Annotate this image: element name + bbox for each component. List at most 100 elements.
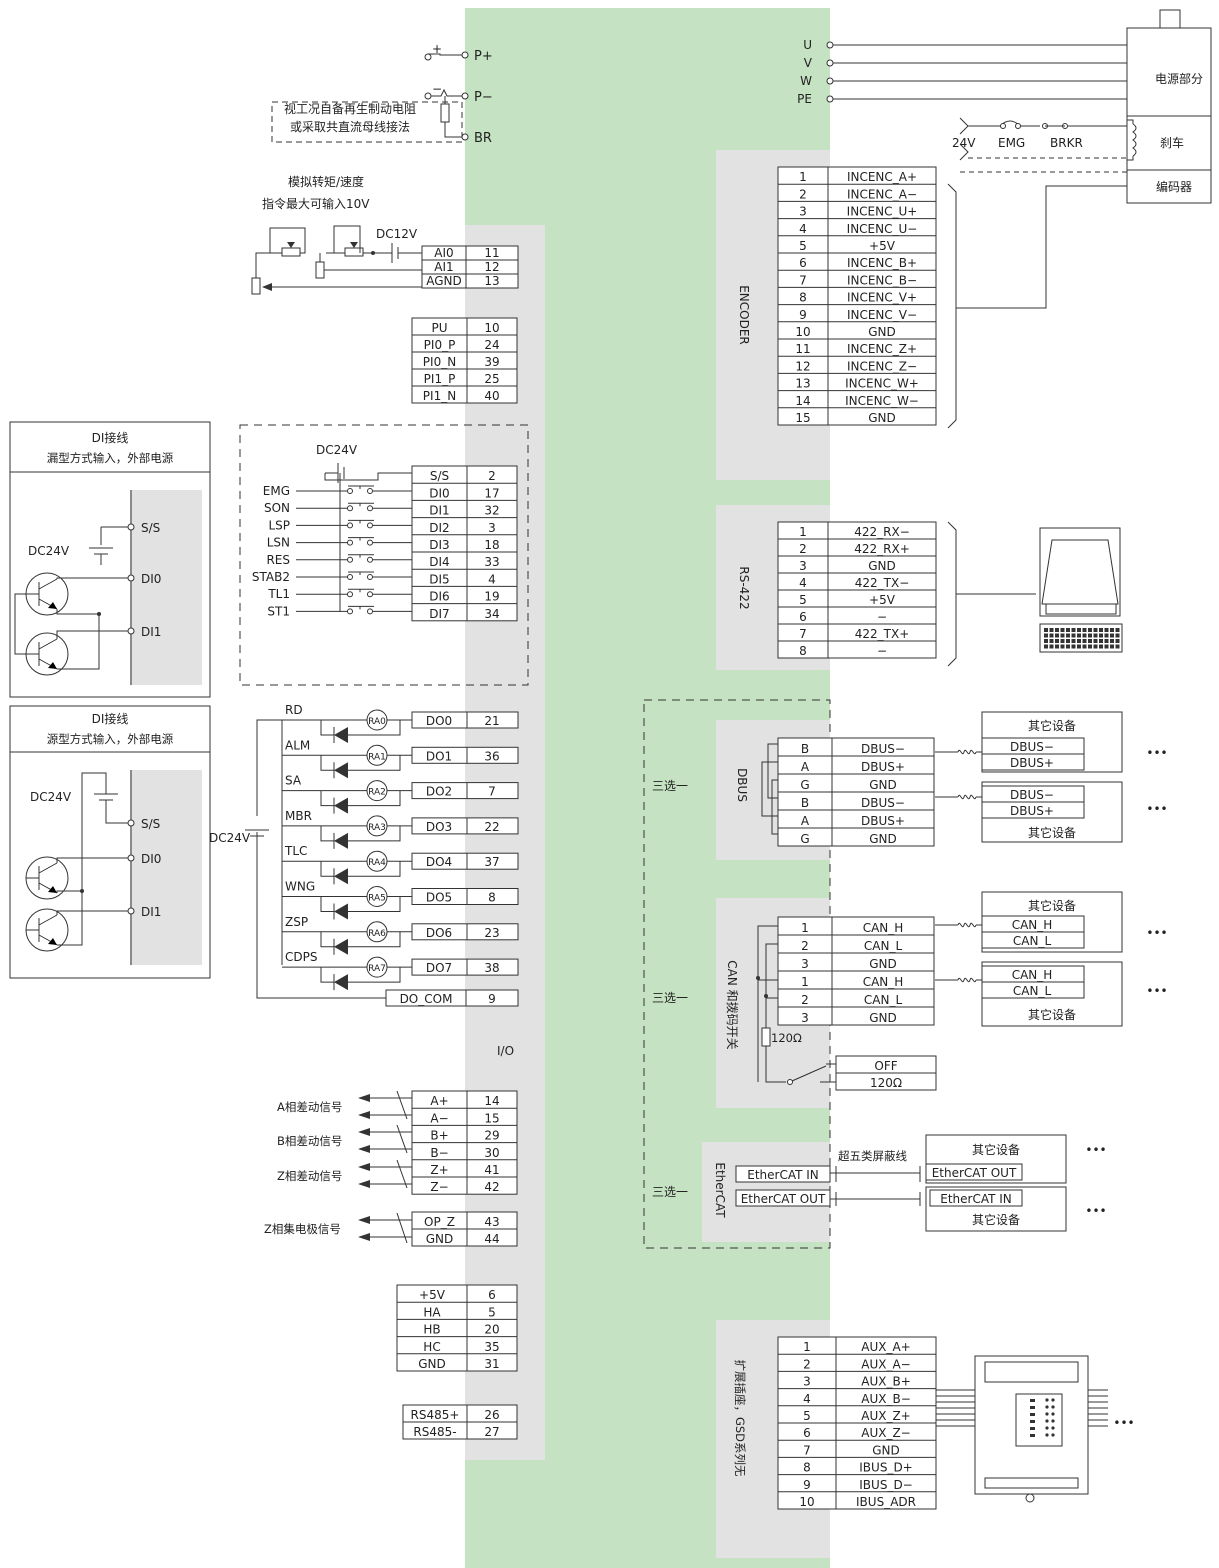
io-panel [465,225,545,1460]
hall-cell-35: 35 [484,1340,499,1354]
di-signal-emg: EMG [263,484,290,498]
do-signal-alm: ALM [285,738,310,752]
junction-dot [97,612,101,616]
hall-cell-gnd: GND [418,1357,446,1371]
rs485-cell-27: 27 [484,1425,499,1439]
pot-wire-4 [333,225,361,253]
source-transistor-1-arrow [48,886,57,893]
rs422-cell-8: 8 [799,644,807,658]
pc-key [1099,639,1103,643]
dbus-device-2-title: 其它设备 [1028,825,1076,840]
diff-cell-b: B+ [430,1129,448,1143]
do-cell-num-8: 8 [488,891,496,905]
do-diode-wire-b-0 [348,720,401,736]
pulse-cell-39: 39 [484,355,499,369]
brake-coil-top [1127,119,1134,124]
can-cell-3: 3 [801,957,809,971]
source-dc24v-label: DC24V [30,790,72,804]
di-contact-res-terminal-b [367,556,373,563]
pot-wire-2 [269,227,306,254]
aux-cell-1: 1 [803,1340,811,1354]
dbus-cell-g: G [800,832,809,846]
hall-cell-31: 31 [484,1357,499,1371]
pc-key [1071,633,1076,638]
motor-terminal-u [826,41,834,49]
di-cell-di5: DI5 [429,572,449,586]
di-cell-33: 33 [484,555,499,569]
power-plus-wire [428,53,462,56]
relay-label-ra3: RA3 [368,823,386,833]
ethercat-dev1-label: EtherCAT OUT [932,1166,1017,1180]
do-cell-do3: DO3 [426,820,452,834]
opz-cell-43: 43 [484,1215,499,1229]
can-dev1-row2 [981,931,1085,949]
diff-cell-a: A− [430,1111,448,1125]
diff-cell-15: 15 [484,1111,499,1125]
aux-led [1051,1419,1055,1423]
power-terminal-p [461,92,469,100]
do-signal-tlc: TLC [284,844,307,858]
rs422-cell-1: 1 [799,525,807,539]
pc-key [1110,628,1114,632]
encoder-cell-4: 4 [799,222,807,236]
relay-label-ra0: RA0 [368,717,386,727]
do-com-num-box [465,989,519,1007]
aux-cell-5: 5 [803,1409,811,1423]
brake-24v-label: 24V [952,136,976,150]
rs422-cell-7: 7 [799,627,807,641]
rs422-cell-422-tx: 422_TX+ [855,627,910,641]
ethercat-panel-label: EtherCAT [713,1162,727,1218]
encoder-cell-15: 15 [795,411,810,425]
encoder-cell-1: 1 [799,170,807,184]
dbus-dev1-label-1: DBUS− [1010,740,1054,754]
do-plus-wire [256,719,282,816]
pulse-table [411,317,518,404]
sink-title-1: DI接线 [92,430,129,445]
dbus-cell-b: B [801,742,809,756]
dbus-cell-dbus: DBUS− [861,796,905,810]
dbus-ellipsis-2: ••• [1146,802,1167,816]
aux-cell-2: 2 [803,1357,811,1371]
di-cell-17: 17 [484,486,499,500]
di-signal-tl1: TL1 [267,587,290,601]
diff-cell-14: 14 [484,1094,499,1108]
pulse-cell-pu: PU [431,321,447,335]
analog-cell-agnd: AGND [426,274,462,288]
dbus-link-g [771,779,778,835]
pc-key [1082,628,1087,632]
do-diode-wire-b-2 [348,790,401,807]
do-dc24v-label: DC24V [209,831,251,845]
pc-key [1049,633,1054,638]
rs422-cell-x: − [877,644,887,658]
pc-key [1093,633,1098,638]
diff-arrow-3 [358,1145,370,1153]
dbus-ellipsis-1: ••• [1146,746,1167,760]
encoder-cell-10: 10 [795,325,810,339]
pc-key [1044,639,1048,643]
do-signal-sa: SA [285,774,302,788]
pot-1-wiper [287,242,295,248]
sink-transistor-1-collector [38,578,58,590]
opz-cell-gnd: GND [426,1232,454,1246]
pc-key [1060,633,1065,638]
plus-terminal [424,53,432,61]
do-com-label: DO_COM [400,992,453,1006]
di-contact-son-terminal-b [367,505,373,512]
power-label-p: P+ [474,49,493,64]
pc-key [1110,639,1114,643]
di-signal-lsn: LSN [267,536,290,550]
encoder-cell-incenc-b: INCENC_B+ [847,256,917,270]
pc-key [1066,644,1070,649]
pc-key [1093,639,1098,643]
do-diode-wire-b-3 [348,825,401,842]
aux-cell-aux-z: AUX_Z− [861,1426,911,1440]
opz-twist [396,1212,408,1244]
pc-screen [1041,539,1119,605]
aux-panel-label: 扩展插座，GSD系列无 [733,1359,747,1477]
pc-key [1044,633,1048,638]
can-dev2-row2 [981,981,1085,999]
di-contact-st1-terminal-b [367,608,373,615]
diff-twist-0 [396,1090,408,1120]
motor-label-pe: PE [797,92,812,106]
sink-base-wire [14,593,26,655]
